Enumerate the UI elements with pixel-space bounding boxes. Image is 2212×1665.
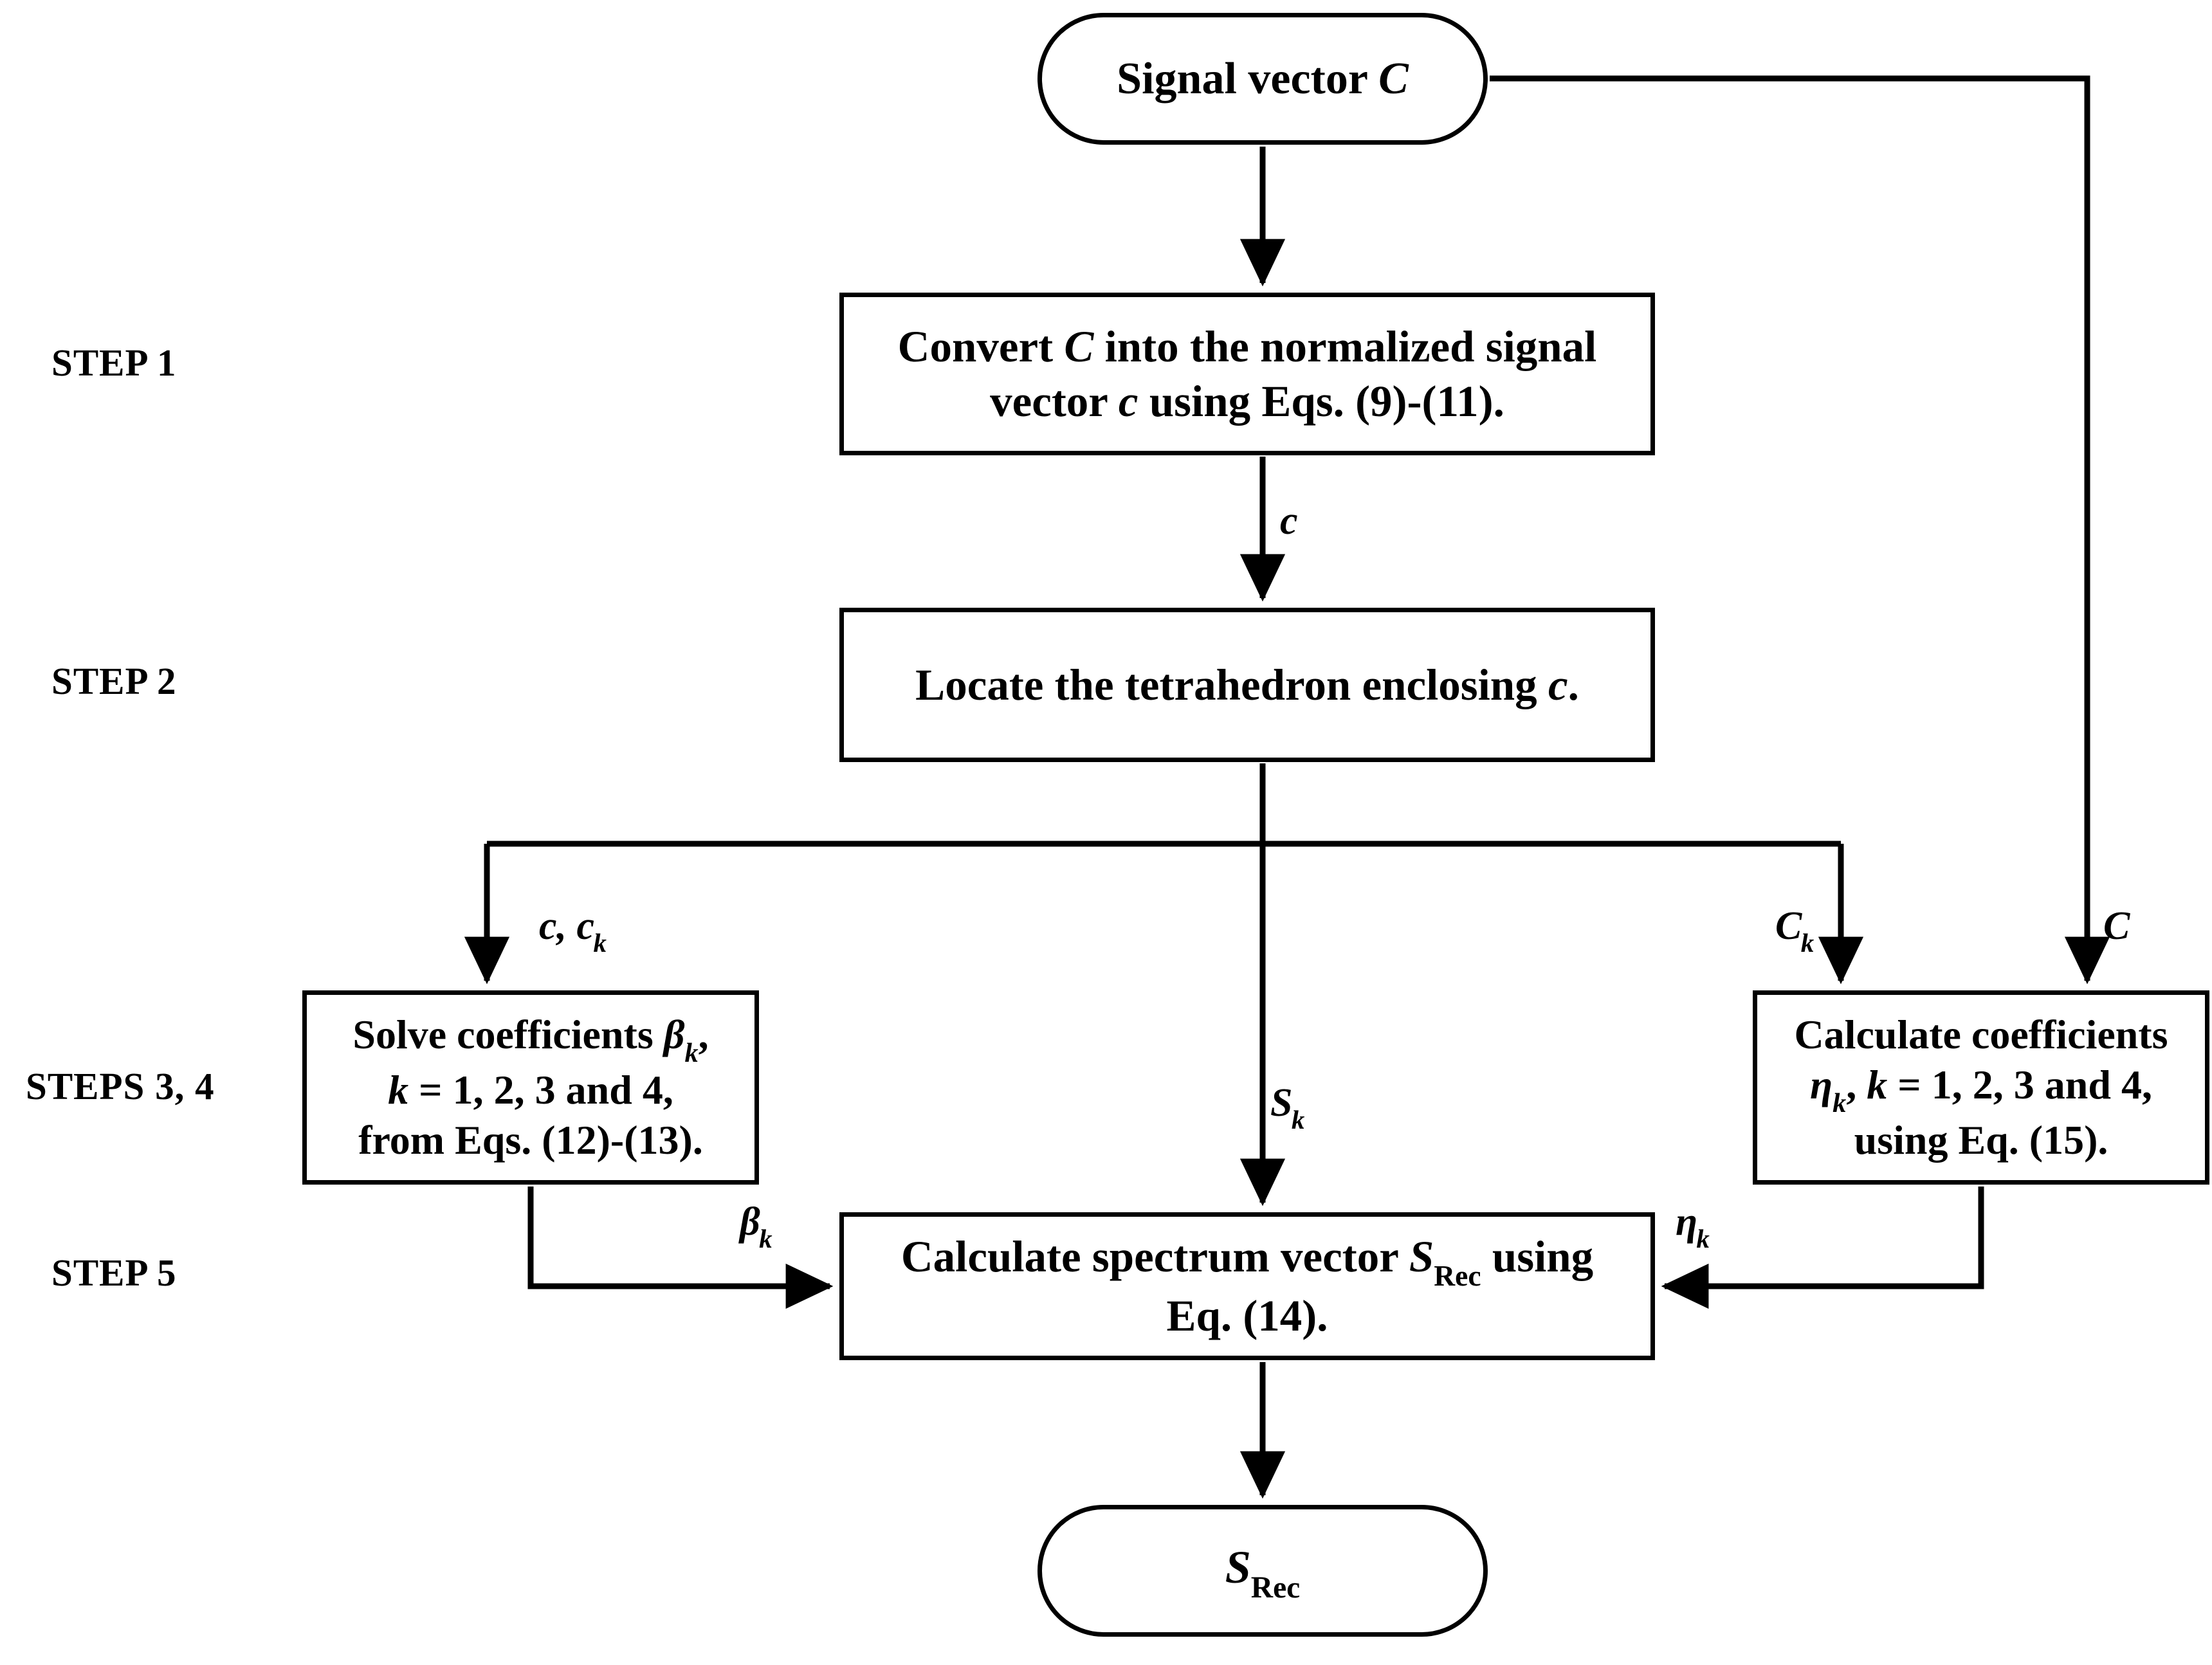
node-s34r-line2b: = 1, 2, 3 and 4, bbox=[1887, 1061, 2152, 1107]
node-step1-line2a: vector bbox=[990, 376, 1119, 426]
node-end-text: SRec bbox=[1209, 1540, 1317, 1605]
node-start-prefix: Signal vector bbox=[1117, 53, 1379, 104]
node-step2-line1b: . bbox=[1568, 660, 1579, 709]
node-s5-sub-Rec: Rec bbox=[1434, 1259, 1481, 1293]
edge-label-C-sym: C bbox=[2103, 904, 2130, 948]
node-start-symbol: C bbox=[1378, 53, 1409, 104]
node-s34l-line3: from Eqs. (12)-(13). bbox=[358, 1117, 703, 1163]
node-step34-left-text: Solve coefficients βk,k = 1, 2, 3 and 4,… bbox=[336, 1010, 725, 1165]
edge-label-beta-k: βk bbox=[740, 1199, 773, 1253]
edge-label-Sk-sym: S bbox=[1270, 1081, 1293, 1125]
edge-label-cck-sym1: c bbox=[539, 904, 557, 948]
node-end-sym-S: S bbox=[1225, 1541, 1251, 1593]
node-step1-line1b: into the normalized signal bbox=[1093, 322, 1597, 372]
edge-step2-to-split-bus bbox=[487, 763, 1841, 847]
edge-label-Ck-sym: C bbox=[1775, 904, 1802, 948]
edge-label-c-ck: c, ck bbox=[539, 904, 608, 958]
step-label-2: STEP 2 bbox=[51, 660, 177, 702]
edge-start-to-right-bus bbox=[1490, 75, 2110, 985]
node-step1-line1a: Convert bbox=[897, 322, 1065, 372]
node-s5-line2: Eq. (14). bbox=[1166, 1291, 1328, 1341]
node-s34r-sym-eta: η bbox=[1810, 1061, 1833, 1107]
node-s5-line1b: using bbox=[1481, 1232, 1594, 1281]
node-s34l-sub-k: k bbox=[684, 1037, 699, 1068]
edge-label-C: C bbox=[2103, 904, 2130, 949]
edge-step34left-to-step5 bbox=[527, 1187, 834, 1309]
node-s34l-line1a: Solve coefficients bbox=[352, 1011, 664, 1057]
edge-label-cck-sym2: c bbox=[576, 904, 595, 948]
node-step2-line1a: Locate the tetrahedron enclosing bbox=[915, 660, 1548, 709]
node-s34l-line1b: , bbox=[698, 1011, 709, 1057]
node-s5-line1a: Calculate spectrum vector bbox=[900, 1232, 1409, 1281]
edge-label-cck-sub: k bbox=[593, 928, 607, 958]
node-step1-line2b: using Eqs. (9)-(11). bbox=[1138, 376, 1504, 426]
edge-label-c: c bbox=[1280, 498, 1298, 544]
node-s34l-sym-beta: β bbox=[663, 1011, 685, 1057]
edge-label-etak-sym: η bbox=[1676, 1200, 1698, 1244]
node-start-text: Signal vector C bbox=[1100, 51, 1425, 106]
edge-label-Sk-sub: k bbox=[1291, 1105, 1305, 1134]
node-step2-locate: Locate the tetrahedron enclosing c. bbox=[839, 608, 1655, 762]
node-s34r-sym-k: k bbox=[1867, 1061, 1888, 1107]
step-label-5: STEP 5 bbox=[51, 1251, 177, 1294]
step-label-3-4: STEPS 3, 4 bbox=[26, 1065, 215, 1107]
node-s5-sym-S: S bbox=[1409, 1232, 1434, 1281]
node-step2-sym-c: c bbox=[1548, 660, 1568, 709]
node-step1-sym-c: c bbox=[1118, 376, 1138, 426]
node-signal-vector-c: Signal vector C bbox=[1037, 13, 1488, 145]
edge-label-betak-sym: β bbox=[740, 1200, 760, 1244]
edge-label-c-sym: c bbox=[1280, 499, 1298, 543]
node-s34l-sym-k: k bbox=[388, 1067, 409, 1113]
node-s34r-sub-k: k bbox=[1833, 1087, 1847, 1118]
edge-label-cck-mid: , bbox=[556, 904, 577, 948]
node-end-sub-Rec: Rec bbox=[1250, 1571, 1301, 1605]
step-label-1: STEP 1 bbox=[51, 341, 177, 384]
edge-label-Ck-sub: k bbox=[1800, 928, 1814, 958]
edge-label-Ck: Ck bbox=[1775, 904, 1815, 958]
edge-label-eta-k: ηk bbox=[1676, 1199, 1710, 1253]
node-s34r-line2mid: , bbox=[1846, 1061, 1867, 1107]
node-step2-text: Locate the tetrahedron enclosing c. bbox=[899, 658, 1596, 712]
node-s34l-line2b: = 1, 2, 3 and 4, bbox=[408, 1067, 673, 1113]
edge-label-betak-sub: k bbox=[759, 1224, 772, 1253]
edge-label-etak-sub: k bbox=[1696, 1224, 1710, 1253]
node-s34r-line3: using Eq. (15). bbox=[1854, 1117, 2108, 1163]
node-step34-solve-beta: Solve coefficients βk,k = 1, 2, 3 and 4,… bbox=[302, 990, 759, 1185]
node-output-s-rec: SRec bbox=[1037, 1505, 1488, 1637]
edge-step34right-to-step5 bbox=[1661, 1187, 1984, 1309]
node-step1-sym-C: C bbox=[1064, 322, 1094, 372]
edge-label-Sk: Sk bbox=[1270, 1080, 1306, 1134]
node-s34r-line1: Calculate coefficients bbox=[1794, 1011, 2168, 1057]
